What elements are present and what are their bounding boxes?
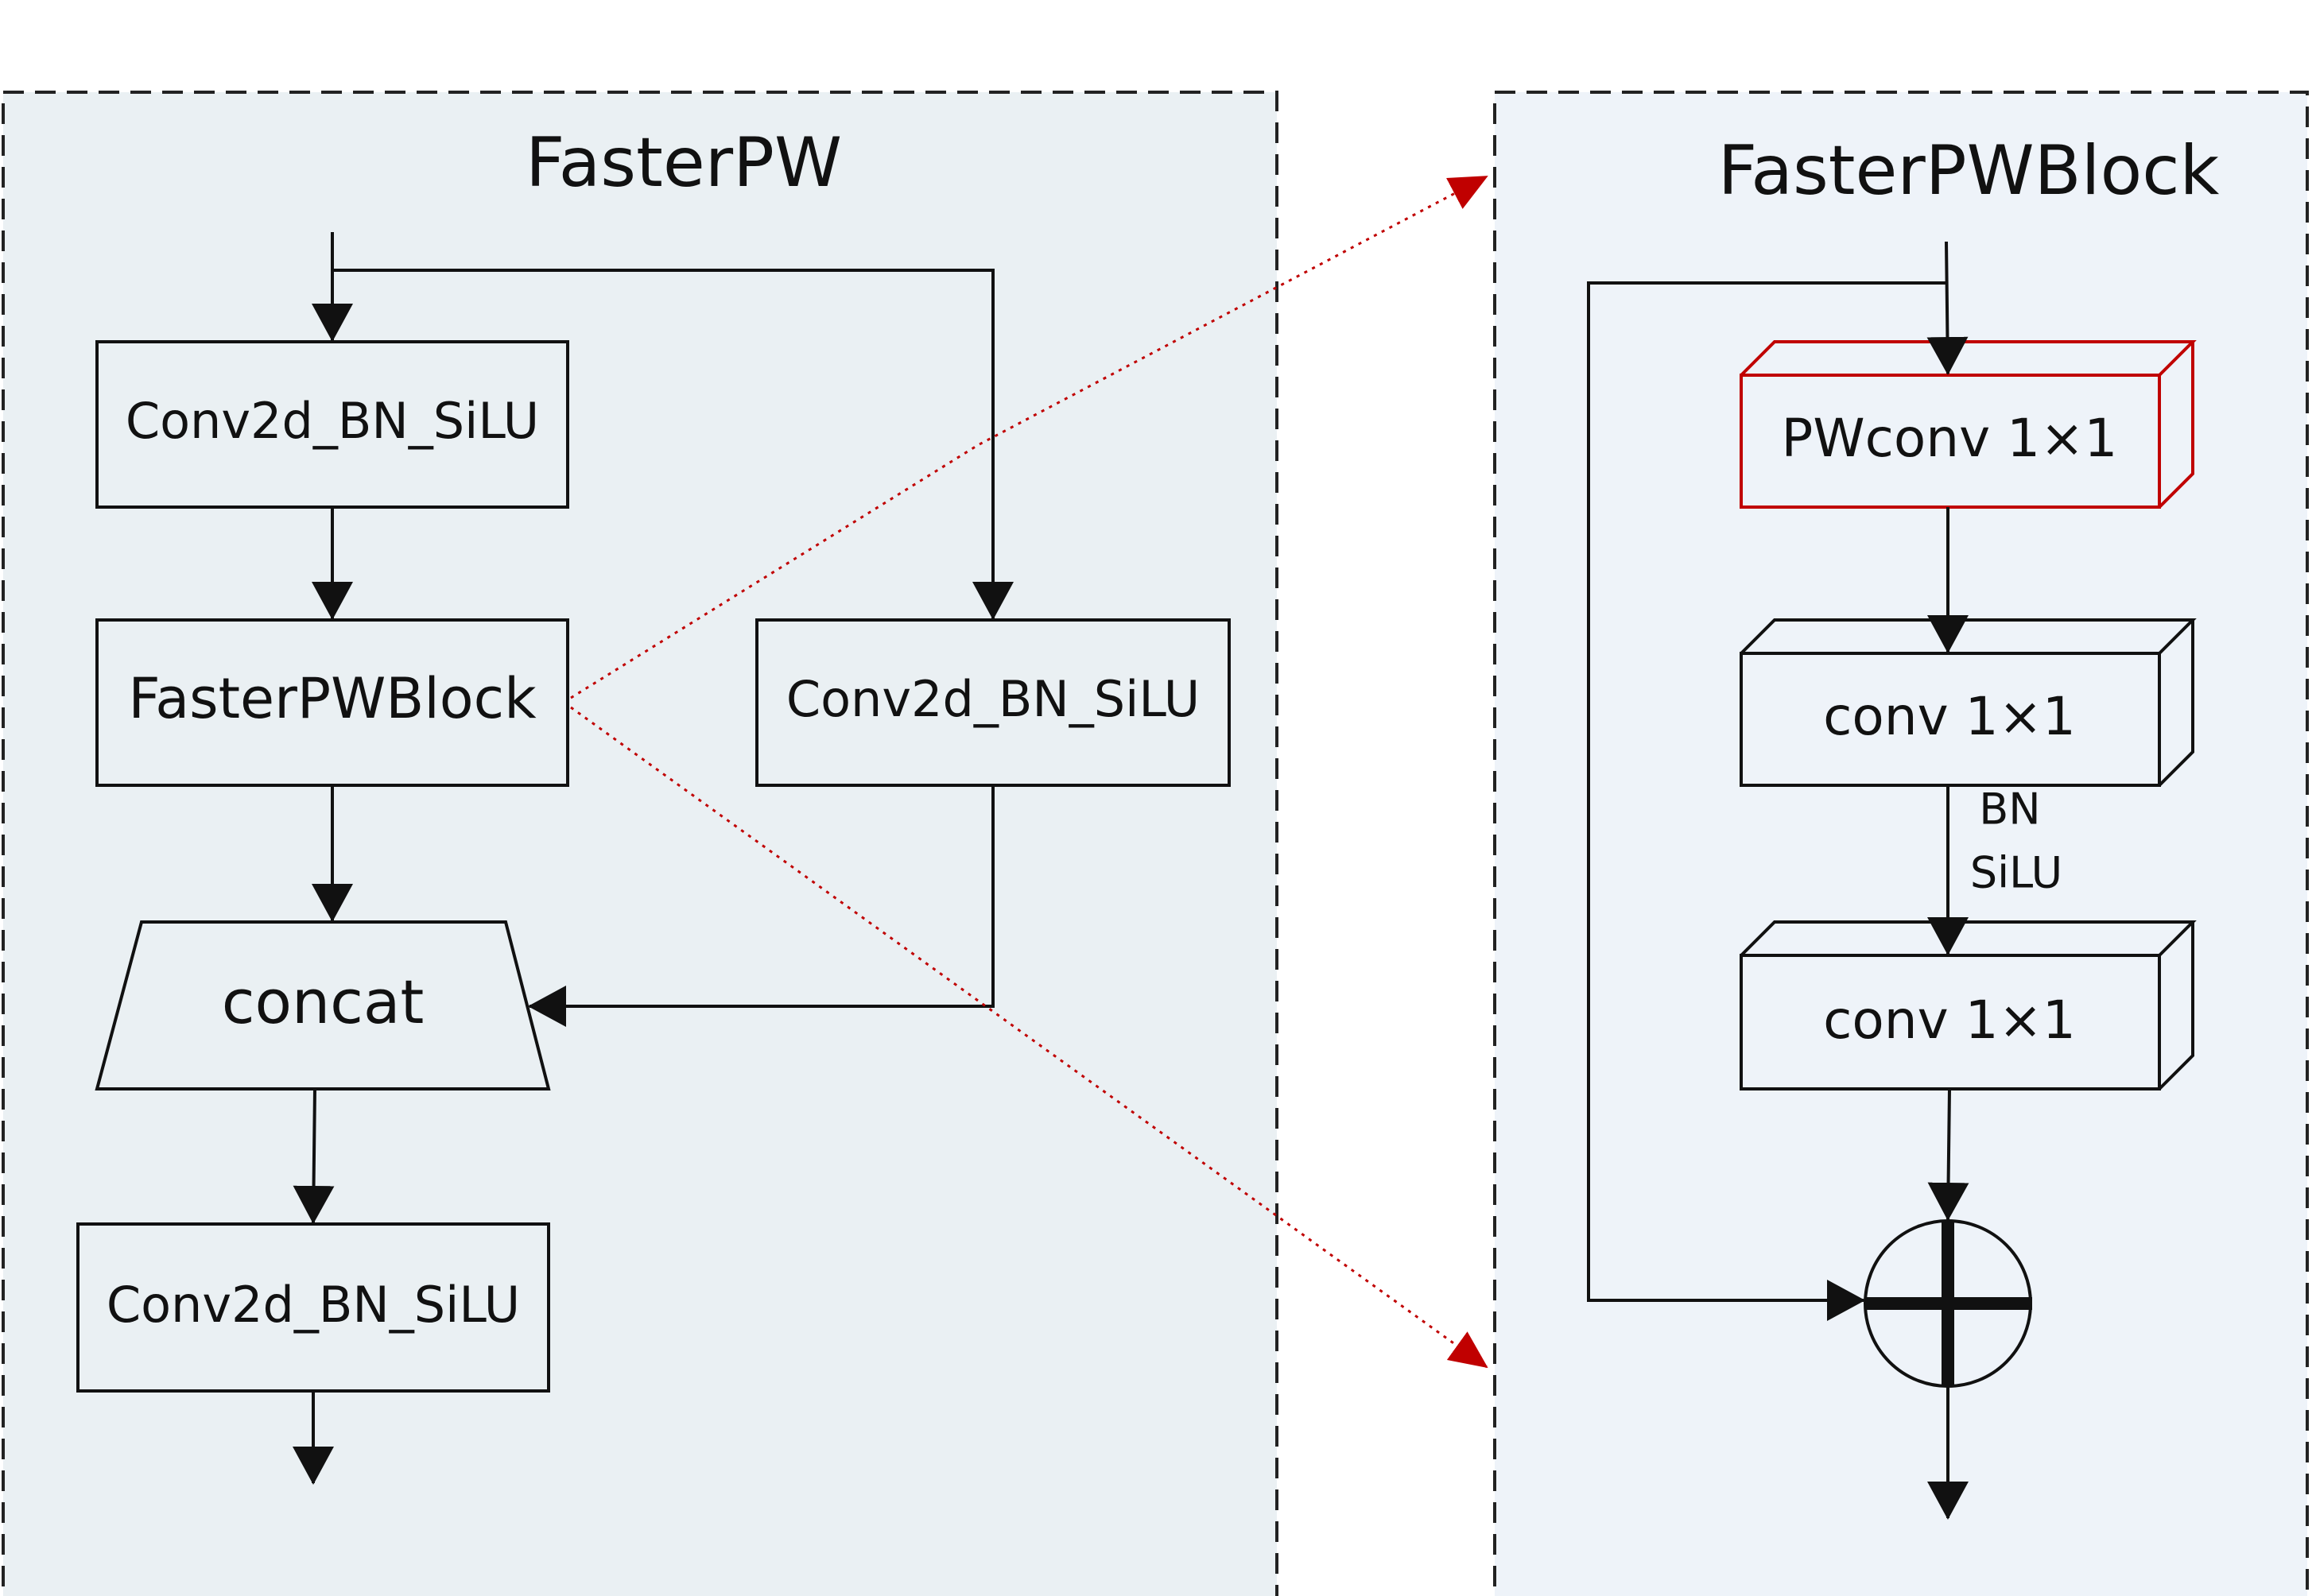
- concat-to-conv-arrow: [293, 1088, 335, 1224]
- pwconv-box: [1740, 340, 2197, 509]
- conv1-box: [1740, 618, 2197, 787]
- split-branch-line: [332, 269, 1014, 620]
- conv2-to-add-arrow: [1927, 1088, 1969, 1221]
- left-panel-title: FasterPW: [526, 123, 842, 203]
- zoom-line-top: [570, 175, 1488, 699]
- concat-trapezoid: [95, 920, 551, 1090]
- concat-label: concat: [222, 967, 425, 1037]
- conv2-box: [1740, 920, 2197, 1090]
- residual-line: [1587, 281, 1946, 1321]
- plus-circle-icon: [1864, 1219, 2032, 1388]
- block-input-arrow: [1926, 241, 1969, 375]
- silu-label: SiLU: [1970, 848, 2062, 898]
- left-connectors: [293, 232, 1014, 1485]
- fasterpwblock-label: FasterPWBlock: [128, 666, 537, 731]
- conv-top-label: Conv2d_BN_SiLU: [126, 392, 539, 450]
- conv2-label: conv 1×1: [1823, 990, 2076, 1051]
- left-panel: [2, 91, 1278, 1596]
- bn-label: BN: [1979, 784, 2040, 835]
- right-connectors: [1587, 241, 1969, 1520]
- conv-bottom-label: Conv2d_BN_SiLU: [107, 1276, 520, 1334]
- side-to-concat-arrow: [528, 785, 995, 1027]
- conv1-label: conv 1×1: [1823, 686, 2076, 747]
- zoom-lines: [570, 175, 1488, 1369]
- pwconv-label: PWconv 1×1: [1782, 408, 2118, 469]
- conv-side-label: Conv2d_BN_SiLU: [786, 670, 1200, 728]
- right-panel-title: FasterPWBlock: [1718, 131, 2220, 211]
